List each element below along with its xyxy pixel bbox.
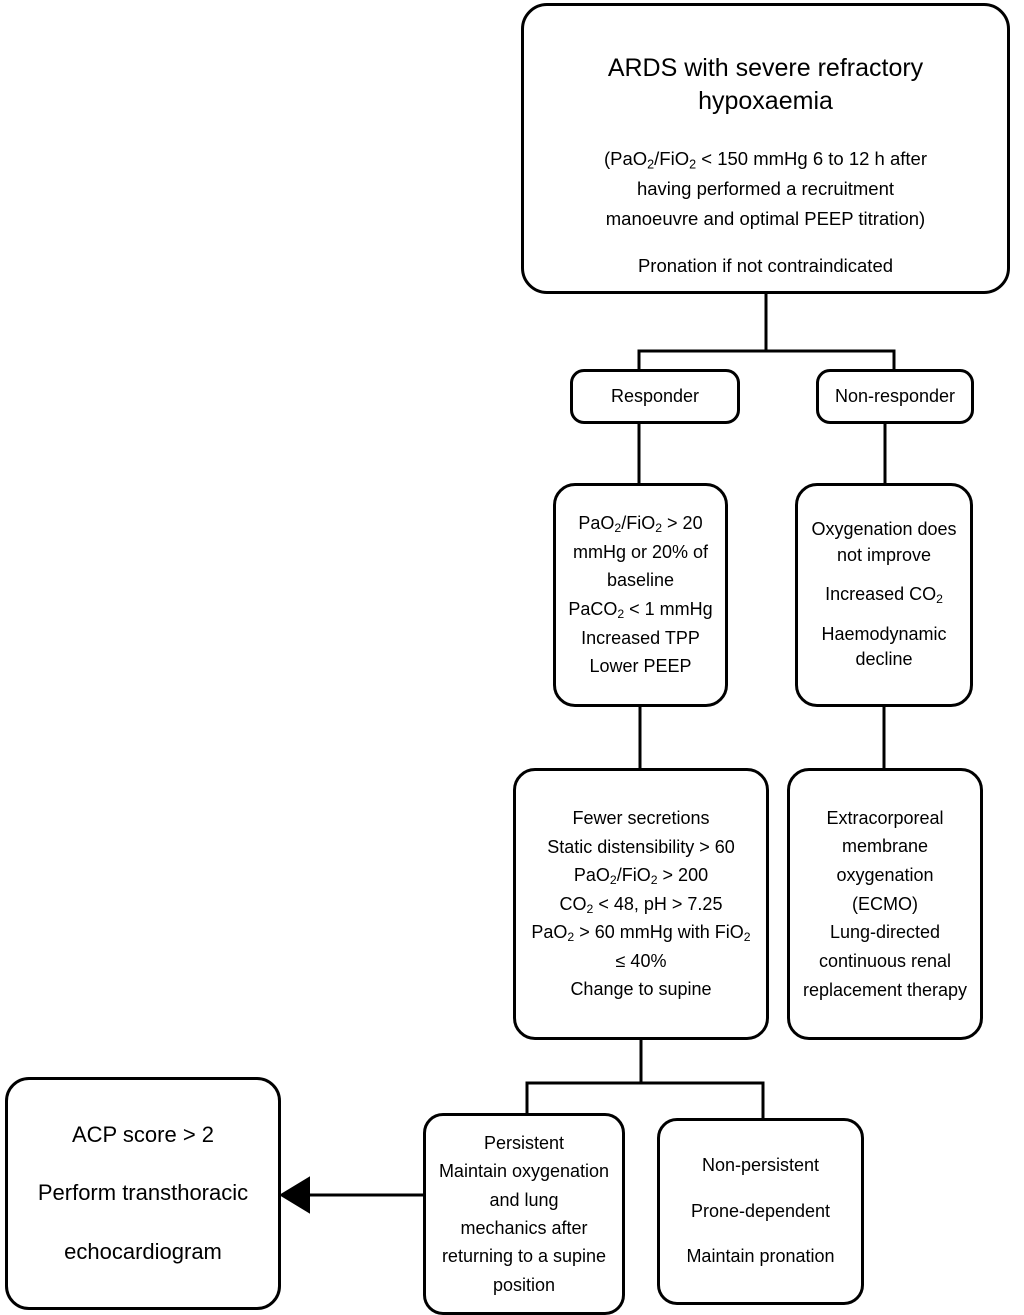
persistent-line-4: mechanics after	[460, 1218, 588, 1238]
ecmo-line-6: continuous renal	[818, 950, 952, 971]
non-persistent-line-1: Non-persistent	[701, 1155, 820, 1176]
node-root-detail-line-1: (PaO2/FiO2 < 150 mmHg 6 to 12 h after	[603, 148, 927, 172]
node-weaning-criteria[interactable]: Fewer secretions Static distensibility >…	[513, 768, 769, 1040]
persistent-line-1: Persistent	[483, 1132, 565, 1153]
responder-criteria-line-3: baseline	[606, 570, 675, 591]
non-persistent-line-3: Maintain pronation	[686, 1246, 835, 1267]
acp-line-2: Perform transthoracic	[37, 1180, 249, 1206]
responder-criteria-line-6: Lower PEEP	[589, 656, 692, 677]
responder-criteria-line-1: PaO2/FiO2 > 20	[578, 513, 703, 536]
node-root-detail: (PaO2/FiO2 < 150 mmHg 6 to 12 h after ha…	[604, 144, 927, 234]
non-responder-criteria-line-5: decline	[855, 649, 913, 670]
node-non-responder-criteria[interactable]: Oxygenation does not improve Increased C…	[795, 483, 973, 707]
responder-criteria-line-5: Increased TPP	[581, 627, 700, 648]
arrowhead-left-icon	[279, 1176, 310, 1214]
node-root-title: ARDS with severe refractory hypoxaemia	[607, 54, 924, 115]
weaning-line-7: Change to supine	[570, 979, 712, 1000]
node-acp-score[interactable]: ACP score > 2 Perform transthoracic echo…	[5, 1077, 281, 1310]
node-non-responder-label: Non-responder	[834, 385, 956, 406]
node-non-responder[interactable]: Non-responder	[816, 369, 974, 424]
ecmo-line-7: replacement therapy	[802, 979, 968, 1000]
weaning-line-1: Fewer secretions	[572, 808, 710, 829]
acp-line-3: echocardiogram	[64, 1238, 222, 1264]
node-root-footer: Pronation if not contraindicated	[637, 254, 894, 276]
persistent-line-6: position	[492, 1274, 556, 1295]
node-root-detail-line-3: manoeuvre and optimal PEEP titration)	[605, 207, 926, 229]
node-responder-label: Responder	[610, 385, 700, 406]
non-responder-criteria-group-1: Oxygenation does not improve	[811, 517, 956, 568]
node-ecmo[interactable]: Extracorporeal membrane oxygenation (ECM…	[787, 768, 983, 1040]
node-root-detail-line-2: having performed a recruitment	[636, 177, 895, 199]
ecmo-line-2: membrane	[841, 836, 929, 857]
non-responder-criteria-line-1: Oxygenation does	[811, 519, 957, 540]
ecmo-line-4: (ECMO)	[852, 893, 918, 914]
responder-criteria-line-2: mmHg or 20% of	[572, 541, 709, 562]
weaning-line-3: PaO2/FiO2 > 200	[573, 865, 709, 888]
node-ards-severe-refractory-hypoxaemia[interactable]: ARDS with severe refractory hypoxaemia (…	[521, 3, 1010, 294]
node-persistent[interactable]: Persistent Maintain oxygenation and lung…	[423, 1113, 625, 1315]
weaning-line-4: CO2 < 48, pH > 7.25	[559, 893, 723, 916]
responder-criteria-line-4: PaCO2 < 1 mmHg	[568, 599, 713, 622]
non-persistent-line-2: Prone-dependent	[690, 1200, 831, 1221]
non-responder-criteria-line-3: Increased CO2	[825, 584, 943, 607]
weaning-line-5: PaO2 > 60 mmHg with FiO2	[531, 922, 751, 945]
node-non-persistent[interactable]: Non-persistent Prone-dependent Maintain …	[657, 1118, 864, 1305]
ecmo-line-3: oxygenation	[836, 865, 934, 886]
persistent-line-3: and lung	[489, 1189, 559, 1210]
weaning-line-6: ≤ 40%	[615, 950, 667, 971]
ecmo-line-1: Extracorporeal	[826, 807, 944, 828]
non-responder-criteria-line-4: Haemodynamic	[821, 623, 947, 644]
ecmo-line-5: Lung-directed	[829, 922, 941, 943]
node-responder-criteria[interactable]: PaO2/FiO2 > 20 mmHg or 20% of baseline P…	[553, 483, 728, 707]
persistent-line-5: returning to a supine	[441, 1246, 607, 1267]
node-responder[interactable]: Responder	[570, 369, 740, 424]
acp-line-1: ACP score > 2	[71, 1121, 215, 1147]
weaning-line-2: Static distensibility > 60	[547, 836, 735, 857]
non-responder-criteria-line-2: not improve	[836, 544, 932, 565]
persistent-line-2: Maintain oxygenation	[438, 1161, 610, 1182]
non-responder-criteria-group-2: Increased CO2	[825, 582, 943, 608]
non-responder-criteria-group-3: Haemodynamic decline	[821, 622, 946, 673]
